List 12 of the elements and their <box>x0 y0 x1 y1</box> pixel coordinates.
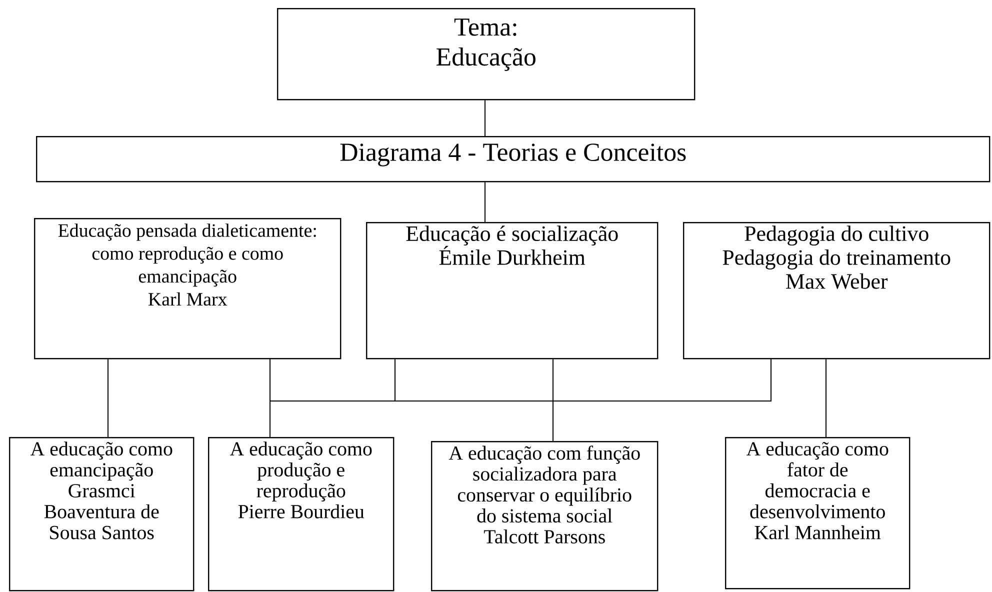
concept-box: A educação como emancipação Grasmci Boaventura de Sousa Santos <box>9 437 194 592</box>
concept-box: Pedagogia do cultivo Pedagogia do treinamento Max Weber <box>683 222 990 360</box>
concept-box: A educação como produção e reprodução Pierre Bourdieu <box>208 437 394 592</box>
connector-line <box>552 358 772 442</box>
connector-line <box>484 100 486 136</box>
topic-box: Tema: Educação <box>277 8 696 100</box>
heading-box: Diagrama 4 - Teorias e Conceitos <box>36 136 990 182</box>
concept-box: Educação é socialização Émile Durkheim <box>366 222 658 360</box>
concept-box: A educação com função socializadora para conservar o equilíbrio do sistema social Talcott Parsons <box>431 441 658 592</box>
connector-line <box>484 182 486 222</box>
concept-box: A educação como fator de democracia e desenvolvimento Karl Mannheim <box>725 437 910 590</box>
concept-box: Educação pensada dialeticamente: como reprodução e como emancipação Karl Marx <box>34 218 342 360</box>
